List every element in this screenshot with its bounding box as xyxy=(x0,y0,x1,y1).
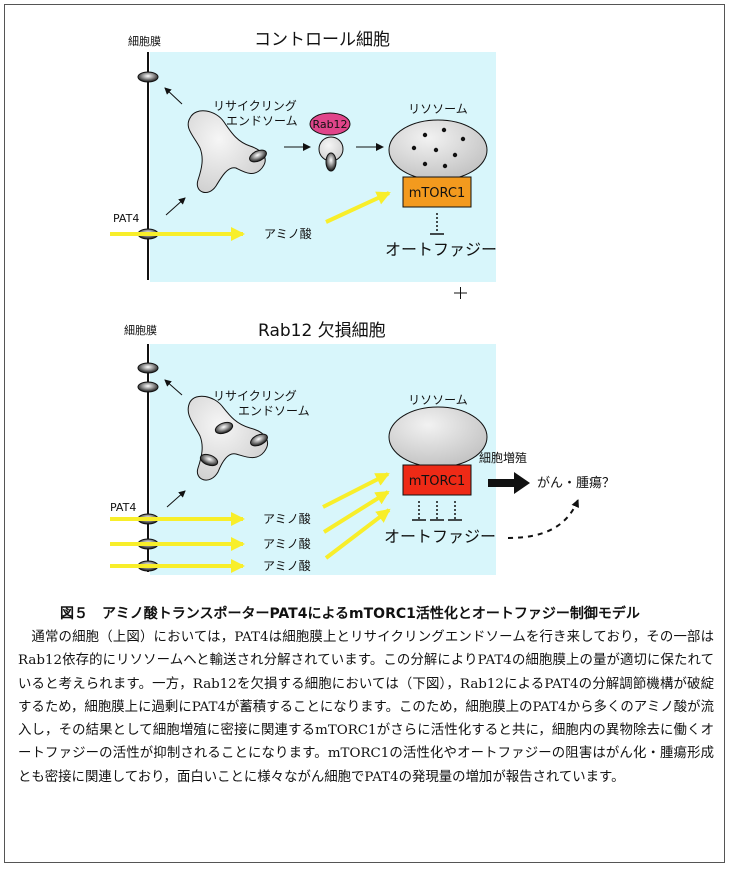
figure-caption-body: 通常の細胞（上図）においては，PAT4は細胞膜上とリサイクリングエンドソームを行… xyxy=(18,630,714,785)
top-mtorc1-label: mTORC1 xyxy=(409,186,466,201)
top-mtorc1-box xyxy=(402,176,472,208)
bottom-amino-acid-label-3: アミノ酸 xyxy=(263,558,311,573)
top-rab12-badge xyxy=(309,112,351,136)
bottom-arrow-membrane-to-endosome xyxy=(166,490,186,508)
top-pat4-vesicle xyxy=(325,152,337,172)
top-panel: コントロール細胞 細胞膜 リサイクリング エンドソーム Rab12 リソソーム … xyxy=(110,30,497,299)
top-pat4-label: PAT4 xyxy=(113,212,139,225)
top-recycling-endosome xyxy=(187,110,266,194)
top-lysosome-contents xyxy=(411,127,466,169)
bottom-lysosome xyxy=(388,406,488,468)
bottom-arrow-endosome-to-membrane xyxy=(164,379,183,396)
figure-caption-title: 図５ アミノ酸トランスポーターPAT4によるmTORC1活性化とオートファジー制… xyxy=(60,606,640,622)
top-pat4-endosome xyxy=(249,149,267,163)
top-membrane-label: 細胞膜 xyxy=(128,35,161,48)
bottom-autophagy-to-cancer-arrow xyxy=(507,499,579,539)
bottom-lysosome-label: リソソーム xyxy=(408,393,468,407)
bottom-pat4-label: PAT4 xyxy=(110,501,136,514)
top-recycling-label-2: エンドソーム xyxy=(226,114,298,128)
bottom-autophagy-label: オートファジー xyxy=(384,527,496,546)
bottom-amino-acid-label-1: アミノ酸 xyxy=(263,511,311,526)
top-title: コントロール細胞 xyxy=(254,30,390,50)
bottom-cancer-label: がん・腫瘍？ xyxy=(537,475,615,491)
bottom-mtorc1-box xyxy=(402,464,472,496)
bottom-amino-acid-label-2: アミノ酸 xyxy=(263,536,311,551)
bottom-title: Rab12 欠損細胞 xyxy=(258,321,386,341)
bottom-panel: Rab12 欠損細胞 細胞膜 リサイクリング エンドソーム リソソーム mTOR… xyxy=(110,321,615,575)
bottom-recycling-label-2: エンドソーム xyxy=(238,404,310,418)
bottom-proliferation-label: 細胞増殖 xyxy=(479,450,527,465)
figure-diagram: コントロール細胞 細胞膜 リサイクリング エンドソーム Rab12 リソソーム … xyxy=(110,30,615,575)
top-rab12-label: Rab12 xyxy=(312,118,347,131)
top-autophagy-label: オートファジー xyxy=(385,240,497,259)
bottom-recycling-label-1: リサイクリング xyxy=(213,389,297,403)
top-pat4-membrane-1 xyxy=(137,71,159,83)
bottom-mtorc1-label: mTORC1 xyxy=(409,474,466,489)
bottom-pat4-endosome xyxy=(199,421,268,467)
top-arrow-membrane-to-endosome xyxy=(165,197,186,216)
figure-frame xyxy=(4,4,725,863)
top-amino-acid-to-mtorc1-arrow xyxy=(325,191,391,224)
bottom-amino-to-mtorc1-arrow-3 xyxy=(324,508,391,560)
top-amino-acid-label: アミノ酸 xyxy=(264,226,312,241)
bottom-proliferation-arrow xyxy=(488,472,530,494)
bottom-membrane-label: 細胞膜 xyxy=(124,324,157,337)
bottom-amino-to-mtorc1-arrow-2 xyxy=(322,490,390,534)
top-arrow-endosome-to-membrane xyxy=(164,87,183,105)
top-recycling-label-1: リサイクリング xyxy=(213,99,297,113)
bottom-inhibition-markers xyxy=(412,501,462,521)
bottom-amino-to-mtorc1-arrow-1 xyxy=(322,472,390,509)
crosshair-icon xyxy=(454,287,467,299)
top-lysosome-label: リソソーム xyxy=(408,102,468,116)
